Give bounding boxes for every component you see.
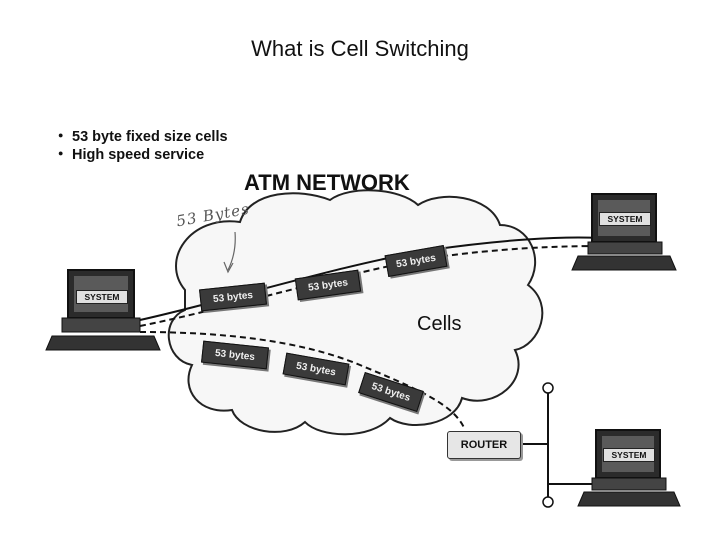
atm-network-label: ATM NETWORK <box>244 170 410 195</box>
bullet-item-cell-size: 53 byte fixed size cells <box>58 128 228 146</box>
bottom-right-system-computer <box>577 429 681 507</box>
bullet-list: 53 byte fixed size cells High speed serv… <box>58 128 228 164</box>
link-left-to-router <box>139 331 466 431</box>
left-system-label: SYSTEM <box>76 290 128 304</box>
atm-cloud <box>167 189 544 436</box>
left-system-computer <box>45 269 161 351</box>
bullet-item-speed: High speed service <box>58 146 228 164</box>
top-right-system-computer <box>571 193 677 271</box>
lan-terminator-bottom <box>542 496 554 508</box>
cells-label: Cells <box>417 313 462 335</box>
top-right-system-label: SYSTEM <box>599 212 651 226</box>
router-box: ROUTER <box>447 431 521 459</box>
note-arrow <box>227 231 236 271</box>
lan-terminator-top <box>542 382 554 394</box>
page-title: What is Cell Switching <box>251 36 469 61</box>
bottom-right-system-label: SYSTEM <box>603 448 655 462</box>
